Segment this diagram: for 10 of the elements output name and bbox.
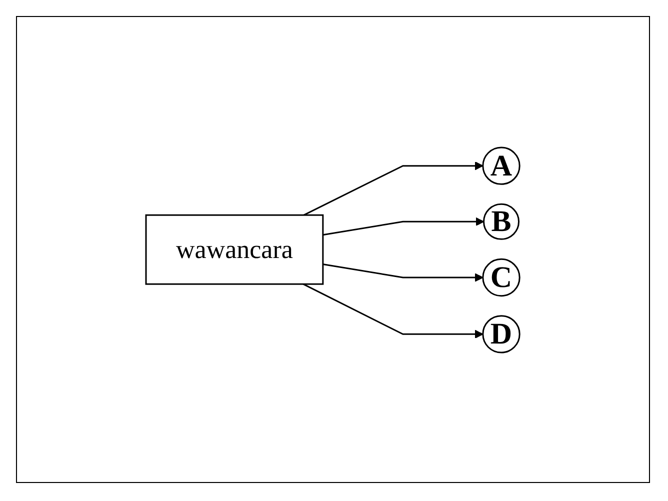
node-box xyxy=(145,214,324,284)
arrow xyxy=(304,160,484,216)
arrow xyxy=(303,282,484,338)
node-circle xyxy=(482,258,521,296)
arrow xyxy=(323,216,484,236)
arrow xyxy=(323,263,484,282)
node-circle xyxy=(482,314,521,353)
diagram-frame: wawancara A B C D xyxy=(16,16,650,483)
node-circle xyxy=(483,202,520,240)
node-circle xyxy=(482,146,521,184)
